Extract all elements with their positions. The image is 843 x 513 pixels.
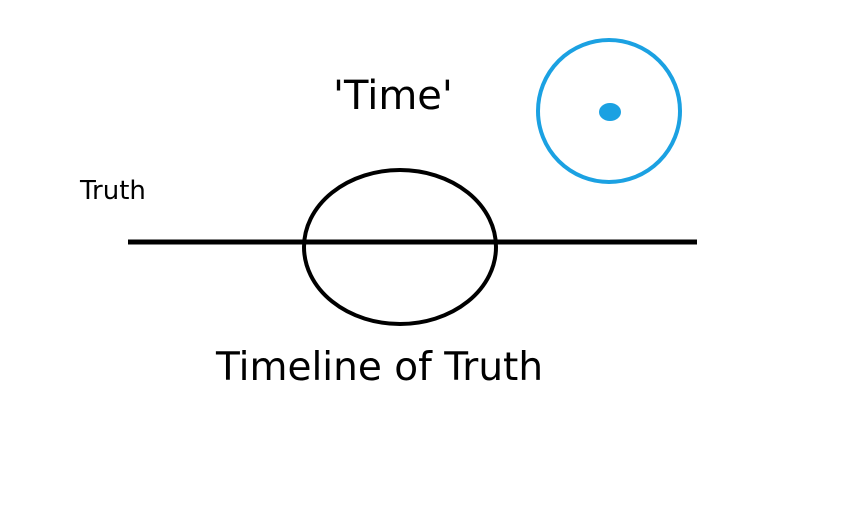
truth-label: Truth (80, 176, 146, 206)
timeline-label: Timeline of Truth (216, 345, 544, 390)
time-ellipse (302, 168, 498, 326)
blue-circle (536, 38, 682, 184)
time-label: 'Time' (333, 73, 453, 119)
blue-dot (599, 103, 621, 121)
